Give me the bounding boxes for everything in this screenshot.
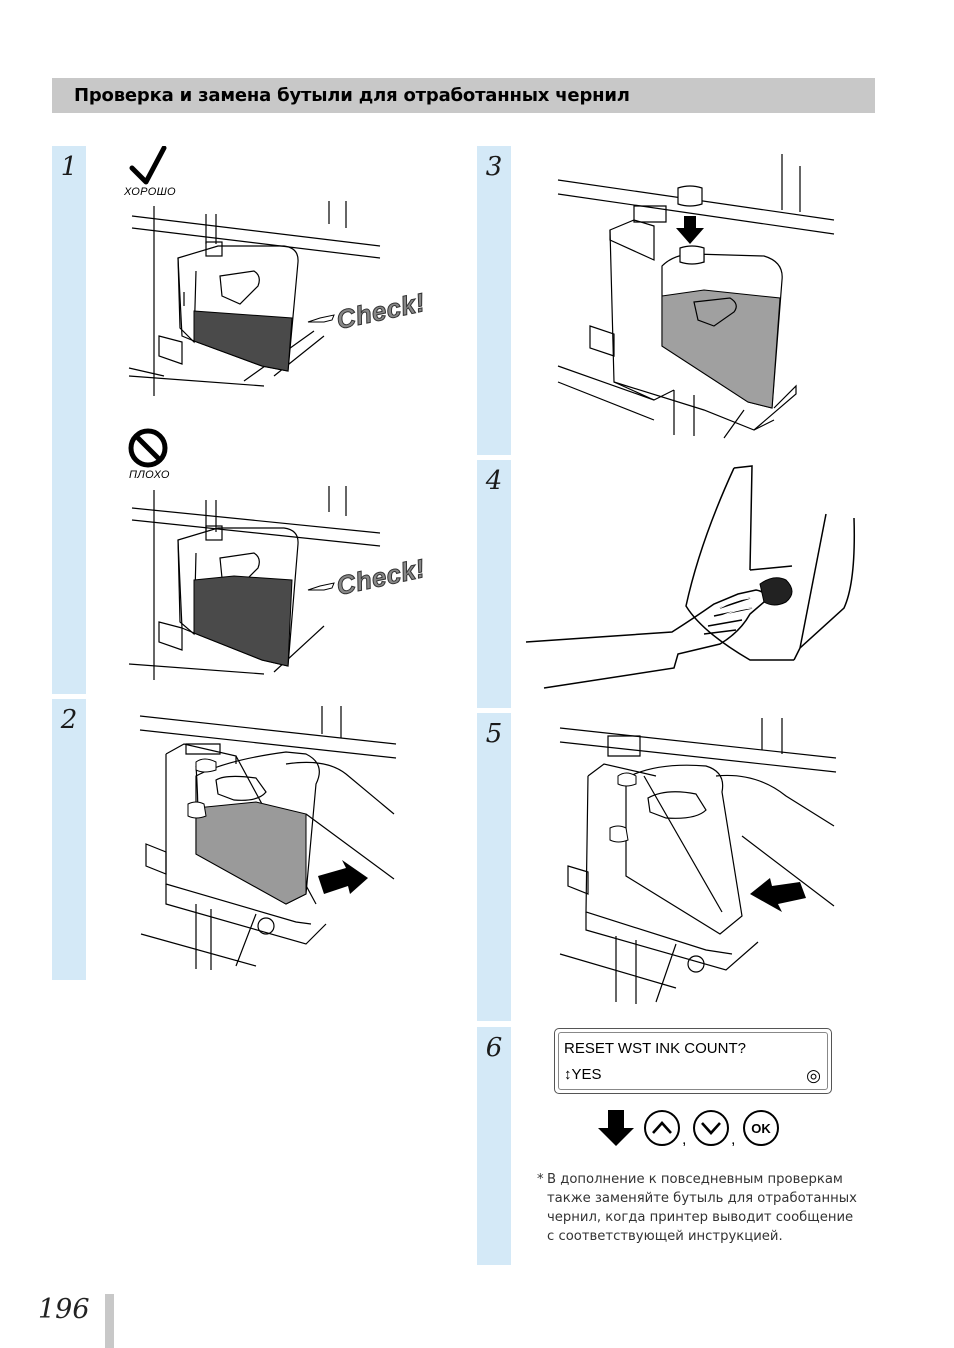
pointing-hand-icon — [307, 314, 335, 323]
prohibited-icon — [128, 428, 168, 468]
good-label: ХОРОШО — [124, 186, 176, 198]
step-2-bar: 2 — [52, 699, 86, 980]
separator: , — [731, 1131, 735, 1148]
step-6-bar: 6 — [477, 1027, 511, 1265]
step-1-bar: 1 — [52, 146, 86, 694]
cap — [677, 185, 703, 207]
arrow-right-icon — [318, 860, 368, 894]
step-3-bar: 3 — [477, 146, 511, 455]
wipe-illustration — [525, 465, 856, 689]
lcd-line-1: RESET WST INK COUNT? — [564, 1040, 746, 1057]
step-number: 4 — [485, 466, 503, 496]
pointing-hand-icon — [307, 582, 335, 591]
step-4-bar: 4 — [477, 460, 511, 708]
page-title: Проверка и замена бутыли для отработанны… — [74, 85, 630, 106]
note-marker: * — [537, 1172, 544, 1187]
step-number: 1 — [60, 152, 78, 182]
ok-label: OK — [751, 1121, 771, 1136]
separator: , — [682, 1131, 686, 1148]
down-button[interactable] — [693, 1110, 729, 1146]
page-number: 196 — [38, 1294, 90, 1325]
footnote: * В дополнение к повседневным проверкам … — [537, 1170, 867, 1246]
section-header: Проверка и замена бутыли для отработанны… — [52, 78, 875, 113]
remove-bottle-illustration — [139, 706, 397, 970]
enter-icon: ◎ — [806, 1066, 821, 1085]
chevron-up-icon — [652, 1121, 672, 1134]
chevron-down-icon — [701, 1122, 721, 1135]
arrow-down-icon — [676, 216, 704, 244]
button-sequence: , , OK — [598, 1110, 779, 1148]
step-5-bar: 5 — [477, 713, 511, 1021]
note-line: с соответствующей инструкцией. — [547, 1229, 783, 1244]
up-button[interactable] — [644, 1110, 680, 1146]
lcd-screen: RESET WST INK COUNT? ↕YES ◎ — [558, 1032, 828, 1090]
bad-label: ПЛОХО — [129, 469, 170, 481]
page-edge-bar — [105, 1294, 114, 1348]
note-line: также заменяйте бутыль для отработанных — [547, 1191, 857, 1206]
step-number: 5 — [485, 719, 503, 749]
step-number: 6 — [485, 1033, 503, 1063]
step-number: 2 — [60, 705, 78, 735]
cap-bottle-illustration — [557, 154, 835, 439]
bad-level-illustration — [128, 428, 381, 680]
good-level-illustration — [128, 146, 381, 396]
checkmark-icon — [129, 146, 167, 185]
arrow-left-icon — [750, 878, 806, 912]
lcd-line-2: ↕YES — [564, 1066, 602, 1083]
ok-button[interactable]: OK — [743, 1110, 779, 1146]
note-line: В дополнение к повседневным проверкам — [547, 1172, 843, 1187]
arrow-down-icon — [598, 1110, 634, 1146]
step-number: 3 — [485, 152, 503, 182]
insert-bottle-illustration — [559, 718, 837, 1004]
lcd-display: RESET WST INK COUNT? ↕YES ◎ — [554, 1028, 832, 1094]
note-line: чернил, когда принтер выводит сообщение — [547, 1210, 854, 1225]
